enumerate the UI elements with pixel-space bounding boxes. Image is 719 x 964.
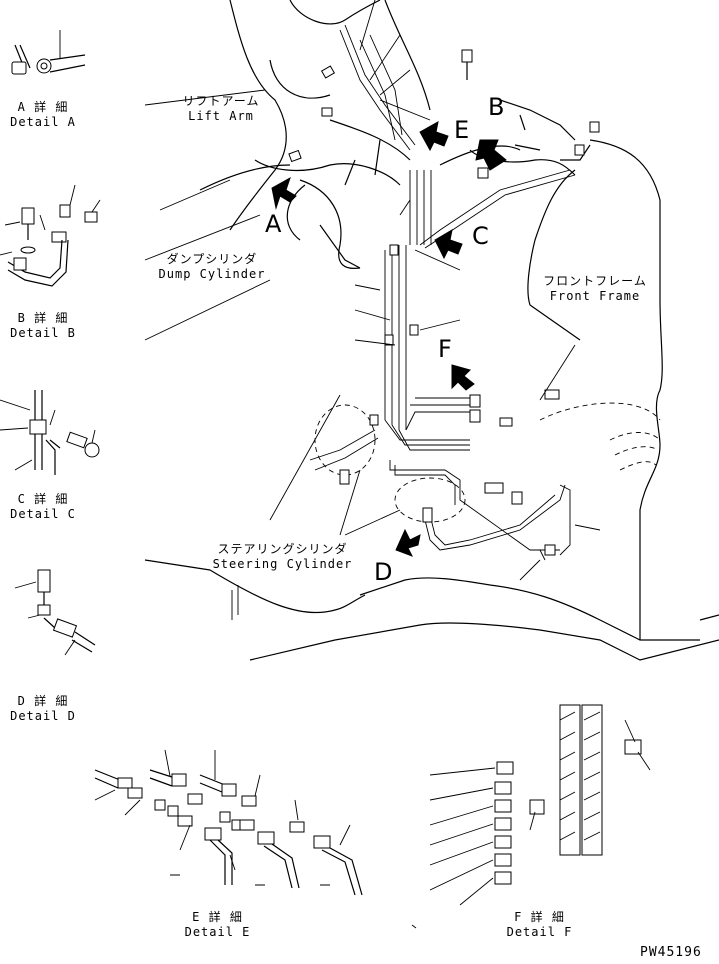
label-dump-cylinder-en: Dump Cylinder xyxy=(158,267,266,281)
reference-letter-a: A xyxy=(265,210,282,238)
reference-letter-b: B xyxy=(488,93,505,121)
caption-detail-f-en: Detail F xyxy=(506,925,573,939)
label-lift-arm-jp: リフトアーム xyxy=(182,94,260,108)
label-dump-cylinder-jp: ダンプシリンダ xyxy=(166,252,258,266)
caption-detail-a-en: Detail A xyxy=(10,115,76,129)
caption-detail-c: C 詳 細 Detail C xyxy=(8,492,78,522)
caption-detail-c-jp: C 詳 細 xyxy=(17,492,69,506)
label-lift-arm: リフトアーム Lift Arm xyxy=(176,94,266,124)
leader-dump-cylinder xyxy=(144,214,261,261)
caption-detail-d-en: Detail D xyxy=(10,709,76,723)
drawing-code: PW45196 xyxy=(640,945,702,960)
caption-detail-c-en: Detail C xyxy=(10,507,76,521)
label-front-frame-en: Front Frame xyxy=(549,289,641,303)
caption-detail-a: A 詳 細 Detail A xyxy=(8,100,78,130)
main-assembly-drawing xyxy=(144,0,719,661)
caption-detail-e-en: Detail E xyxy=(184,925,251,939)
detail-a-drawing xyxy=(11,30,86,75)
detail-c-drawing xyxy=(0,390,100,475)
leader-lift-arm xyxy=(144,89,266,106)
detail-f-fittings xyxy=(494,739,642,885)
caption-detail-e: E 詳 細 Detail E xyxy=(180,910,255,940)
dump-cylinder-outline xyxy=(299,179,361,270)
front-frame-outline xyxy=(589,139,663,640)
caption-detail-f-jp: F 詳 細 xyxy=(514,910,565,924)
arrow-f xyxy=(451,364,475,391)
detail-d-drawing xyxy=(14,569,96,656)
caption-detail-b-en: Detail B xyxy=(10,326,76,340)
arrow-b xyxy=(475,139,507,171)
arrow-a xyxy=(271,176,297,210)
detail-b-drawing xyxy=(0,184,101,287)
caption-detail-f: F 詳 細 Detail F xyxy=(502,910,577,940)
label-steering-cylinder: ステアリングシリンダ Steering Cylinder xyxy=(205,542,360,572)
arrow-c xyxy=(434,229,463,260)
steering-cylinder-left xyxy=(314,404,376,476)
arrow-d xyxy=(395,528,421,557)
caption-detail-e-jp: E 詳 細 xyxy=(192,910,243,924)
label-front-frame-jp: フロントフレーム xyxy=(543,274,647,288)
label-front-frame: フロントフレーム Front Frame xyxy=(540,274,650,304)
lift-arm-outline xyxy=(229,0,287,231)
reference-letter-d: D xyxy=(374,558,393,586)
reference-letter-e: E xyxy=(454,116,470,144)
label-dump-cylinder: ダンプシリンダ Dump Cylinder xyxy=(152,252,272,282)
caption-detail-b-jp: B 詳 細 xyxy=(17,311,69,325)
detail-f-drawing xyxy=(411,704,651,929)
caption-detail-a-jp: A 詳 細 xyxy=(17,100,69,114)
caption-detail-d: D 詳 細 Detail D xyxy=(8,694,78,724)
arrow-e xyxy=(419,121,449,152)
caption-detail-d-jp: D 詳 細 xyxy=(17,694,69,708)
detail-e-drawing xyxy=(94,749,363,896)
reference-letter-c: C xyxy=(472,222,489,250)
label-lift-arm-en: Lift Arm xyxy=(188,109,254,123)
label-steering-cylinder-jp: ステアリングシリンダ xyxy=(217,542,348,556)
caption-detail-b: B 詳 細 Detail B xyxy=(8,311,78,341)
reference-letter-f: F xyxy=(438,335,452,363)
label-steering-cylinder-en: Steering Cylinder xyxy=(212,557,353,571)
